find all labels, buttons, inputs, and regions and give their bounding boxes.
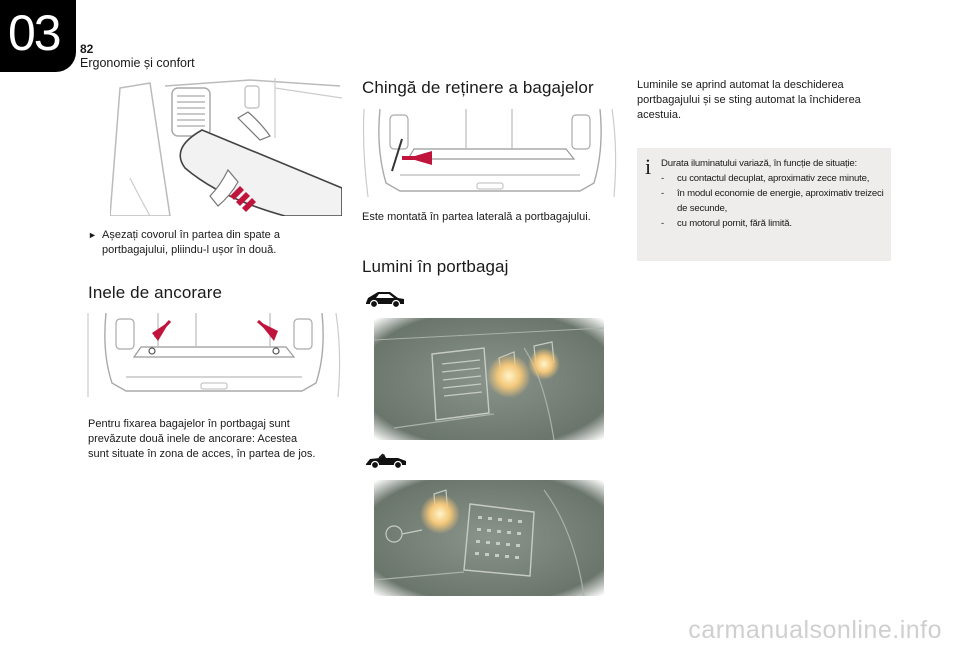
chapter-tab: 03 <box>0 0 76 72</box>
trunk-light-hatchback-illustration <box>374 318 604 440</box>
lights-text: Luminile se aprind automat la deschidere… <box>637 79 861 121</box>
info-list: cu contactul decuplat, aproximativ zece … <box>661 171 887 231</box>
strap-title: Chingă de reținere a bagajelor <box>362 78 594 97</box>
lights-title: Lumini în portbagaj <box>362 257 509 276</box>
info-item: cu contactul decuplat, aproximativ zece … <box>661 171 887 186</box>
strap-illustration <box>362 109 618 197</box>
info-text: Durata iluminatului variază, în funcție … <box>661 156 887 231</box>
anchor-rings-text: Pentru fixarea bagajelor în portbagaj su… <box>88 418 316 460</box>
strap-text: Este montată în partea laterală a portba… <box>362 211 591 223</box>
section-title: Ergonomie și confort <box>80 56 195 70</box>
watermark: carmanualsonline.info <box>688 616 942 644</box>
anchor-rings-title: Inele de ancorare <box>88 283 223 302</box>
page-number: 82 <box>80 42 94 56</box>
anchor-rings-illustration <box>86 313 342 397</box>
hatchback-car-icon <box>364 289 406 309</box>
info-item: cu motorul pornit, fără limită. <box>661 216 887 231</box>
info-intro: Durata iluminatului variază, în funcție … <box>661 158 857 169</box>
trunk-light-convertible-illustration <box>374 480 604 596</box>
convertible-car-icon <box>364 452 408 470</box>
info-item: în modul economie de energie, aproximati… <box>661 186 887 216</box>
chapter-number: 03 <box>8 5 62 61</box>
carpet-illustration <box>110 78 342 216</box>
carpet-instruction: ► Așezați covorul în partea din spate a … <box>88 229 280 256</box>
triangle-bullet-icon: ► <box>88 230 97 240</box>
info-box: i Durata iluminatului variază, în funcți… <box>637 148 891 261</box>
info-icon: i <box>645 154 652 179</box>
